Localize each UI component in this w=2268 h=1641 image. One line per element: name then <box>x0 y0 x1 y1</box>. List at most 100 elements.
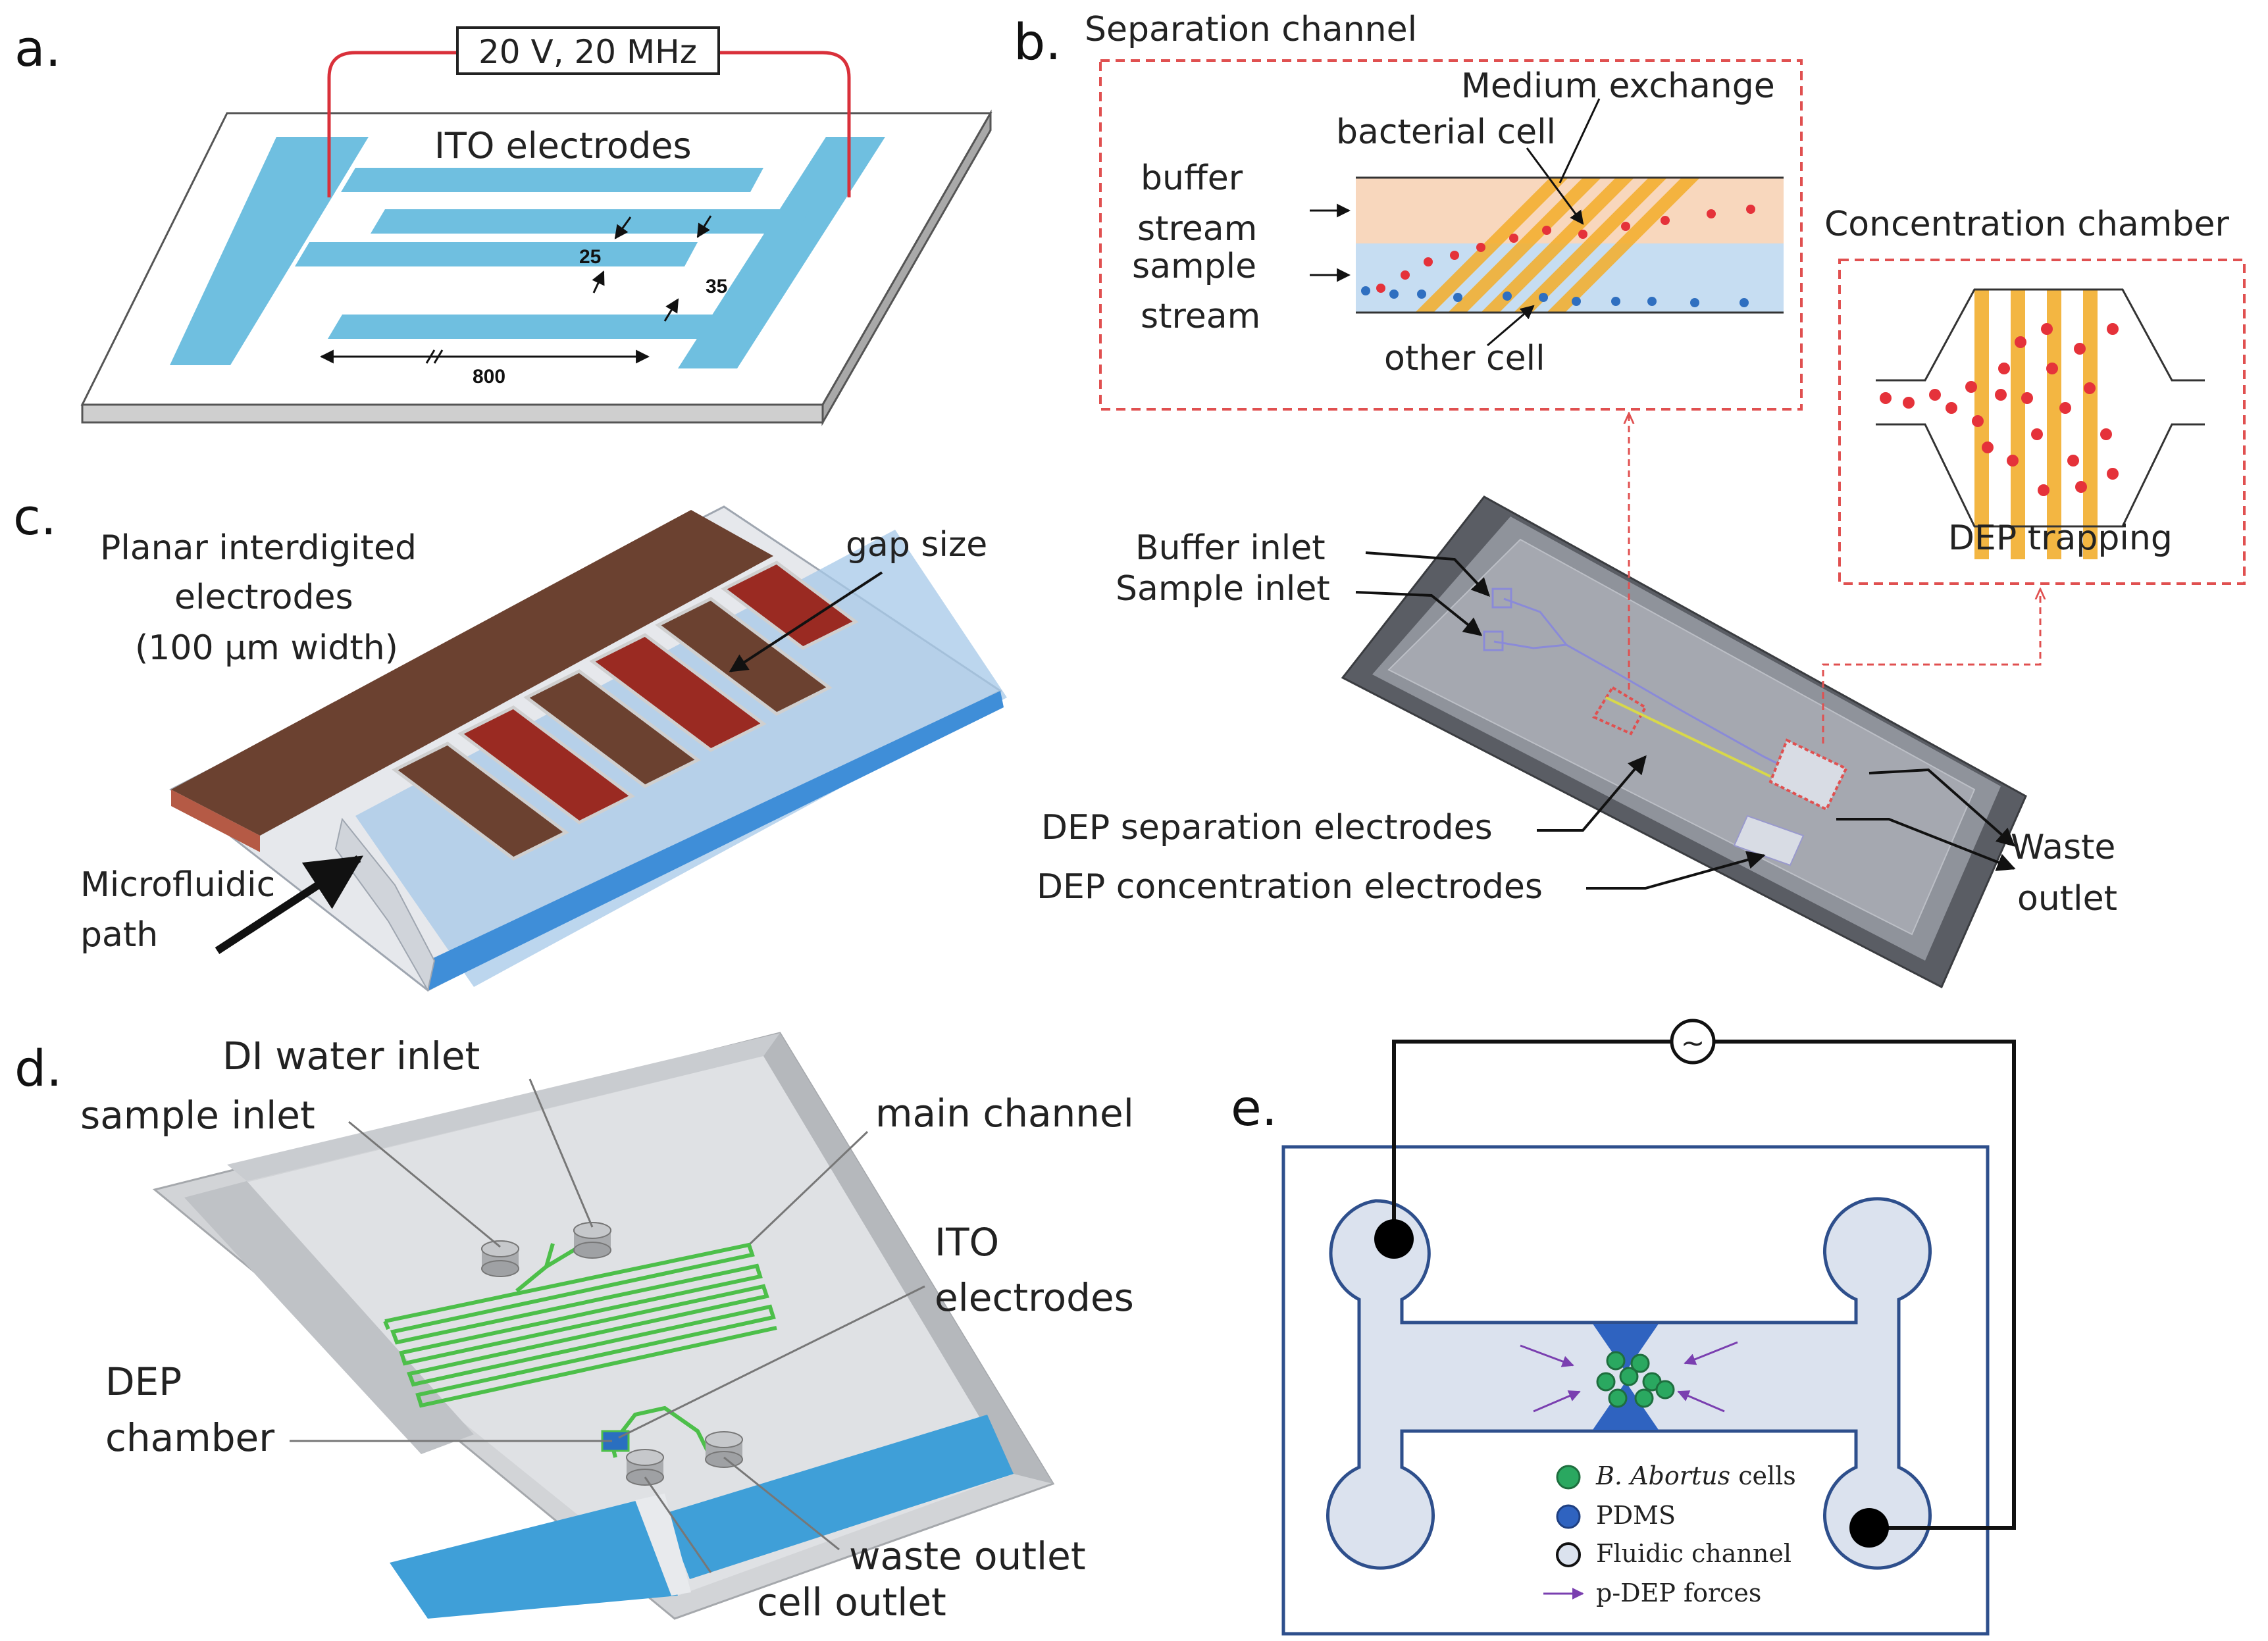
red-wires <box>327 51 851 197</box>
dep-separation-label: DEP separation electrodes <box>1041 808 1493 847</box>
trapped-cells <box>1880 323 2119 496</box>
d-outlet-divider <box>635 1494 691 1596</box>
panel-b: b. Separation channel <box>1014 10 2246 989</box>
sample-inlet-d-label: sample inlet <box>80 1093 315 1138</box>
brown-bus-electrode <box>171 510 773 836</box>
bus-side <box>171 790 260 852</box>
waste-outlet-d-label: waste outlet <box>849 1534 1086 1578</box>
finger-6 <box>721 561 859 650</box>
interdigited-fingers <box>392 561 859 861</box>
medium-exchange-pointer <box>1559 98 1601 184</box>
left-finger-2 <box>295 242 698 266</box>
panel-e: e. ~ B. Abortus cells PDMS <box>1231 1019 2016 1636</box>
separation-electrode-5 <box>1547 178 1700 313</box>
concentration-title: Concentration chamber <box>1824 205 2229 244</box>
conc-electrode-3 <box>2047 290 2061 559</box>
buffer-inlet-label: Buffer inlet <box>1135 528 1326 568</box>
sample-inlet-label: Sample inlet <box>1116 569 1330 609</box>
break-mark-2 <box>433 349 444 364</box>
yellow-electrode-trace <box>1605 696 1771 778</box>
voltage-label: 20 V, 20 MHz <box>478 33 697 71</box>
d-wall-left <box>184 1181 474 1454</box>
electrode-left <box>1374 1219 1414 1259</box>
port-cylinders <box>481 1222 743 1486</box>
conc-electrode-2 <box>2011 290 2025 559</box>
bacterial-pointer <box>1526 147 1584 225</box>
legend-fluidic-swatch <box>1556 1542 1581 1567</box>
left-bus-electrode <box>170 137 369 365</box>
legend: B. Abortus cells PDMS Fluidic channel p-… <box>1543 1461 1796 1607</box>
planar-label-3: (100 μm width) <box>135 628 398 668</box>
di-water-inlet-label: DI water inlet <box>222 1034 480 1078</box>
chip-chamber-2 <box>1733 815 1805 867</box>
substrate-edge-front <box>81 403 824 424</box>
separation-title: Separation channel <box>1085 10 1417 49</box>
waste-outlet-label-2: outlet <box>2017 879 2117 919</box>
panel-e-letter: e. <box>1231 1078 1277 1137</box>
other-cell-pointer <box>1487 305 1535 347</box>
red-wire-right <box>719 51 851 197</box>
buffer-stream-label-1: buffer <box>1141 159 1243 198</box>
other-cell-label: other cell <box>1384 339 1545 378</box>
separation-dashed-box <box>1099 59 1803 411</box>
gap-size-pointer <box>729 571 883 672</box>
cell-outlet-label: cell outlet <box>757 1580 946 1625</box>
right-finger-2 <box>328 315 763 339</box>
d-wall-right <box>763 1033 1053 1484</box>
separation-region-marker <box>1592 686 1647 736</box>
waste-outlet-label-1: Waste <box>2011 828 2115 867</box>
concentration-chamber <box>1876 288 2205 559</box>
microfluidic-arrow <box>215 855 364 955</box>
panel-c-letter: c. <box>13 488 57 546</box>
dep-concentration-label: DEP concentration electrodes <box>1037 867 1543 907</box>
dep-chamber-label-2: chamber <box>105 1415 274 1460</box>
panel-d-letter: d. <box>14 1039 62 1098</box>
separation-electrode-4 <box>1514 178 1667 313</box>
separation-electrode-1 <box>1415 178 1568 313</box>
panel-b-letter: b. <box>1014 13 1061 71</box>
dim-width-label: 35 <box>706 276 727 297</box>
main-channel-label: main channel <box>875 1091 1134 1136</box>
sample-stream-label-1: sample <box>1132 247 1256 286</box>
d-blue-channel-right <box>665 1415 1014 1579</box>
inlet-branch <box>515 1243 580 1293</box>
legend-cells-label: B. Abortus cells <box>1595 1461 1796 1490</box>
finger-4 <box>589 633 767 752</box>
dimension-arrows <box>319 215 712 364</box>
medium-exchange-label: Medium exchange <box>1461 66 1775 106</box>
concentration-dashed-box <box>1838 259 2246 585</box>
dim-length-label: 800 <box>473 366 505 388</box>
ito-electrodes <box>170 137 885 368</box>
ac-source-symbol: ~ <box>1681 1026 1705 1060</box>
separation-electrode-3 <box>1481 178 1634 313</box>
concentration-region-marker <box>1768 738 1848 811</box>
dep-chamber-label-1: DEP <box>105 1359 182 1404</box>
circuit-wire-left <box>1392 1040 1672 1239</box>
chamber-outline-top <box>1876 288 2205 382</box>
gap-size-label: gap size <box>846 525 987 565</box>
circuit-wire-right <box>1714 1040 2016 1530</box>
other-cells <box>1361 286 1749 307</box>
dim-gap-label: 25 <box>579 246 601 268</box>
trapped-b-abortus-cells <box>1596 1351 1675 1408</box>
conc-electrode-4 <box>2083 290 2098 559</box>
ito-electrodes-label: ITO electrodes <box>434 125 692 166</box>
sample-stream-label-2: stream <box>1141 297 1260 336</box>
right-bus-electrode <box>678 137 885 368</box>
panel-c: c. Planar interdigited electrodes (100 μ… <box>13 488 1007 992</box>
pdms-constriction-bottom <box>1593 1382 1659 1430</box>
ac-source <box>1670 1019 1716 1065</box>
bacterial-cells <box>1376 205 1755 293</box>
serpentine-channel <box>383 1242 777 1459</box>
voltage-box <box>456 26 720 75</box>
panel-a-letter: a. <box>14 19 61 78</box>
planar-label-1: Planar interdigited <box>100 528 417 568</box>
ac-circuit <box>1392 1040 2016 1530</box>
pdms-constriction-top <box>1593 1324 1659 1372</box>
legend-pdms-swatch <box>1556 1504 1581 1529</box>
red-pointer-concentration <box>1822 589 2040 744</box>
red-wire-left <box>327 51 457 197</box>
finger-3 <box>523 669 701 788</box>
d-callouts <box>290 1078 925 1573</box>
